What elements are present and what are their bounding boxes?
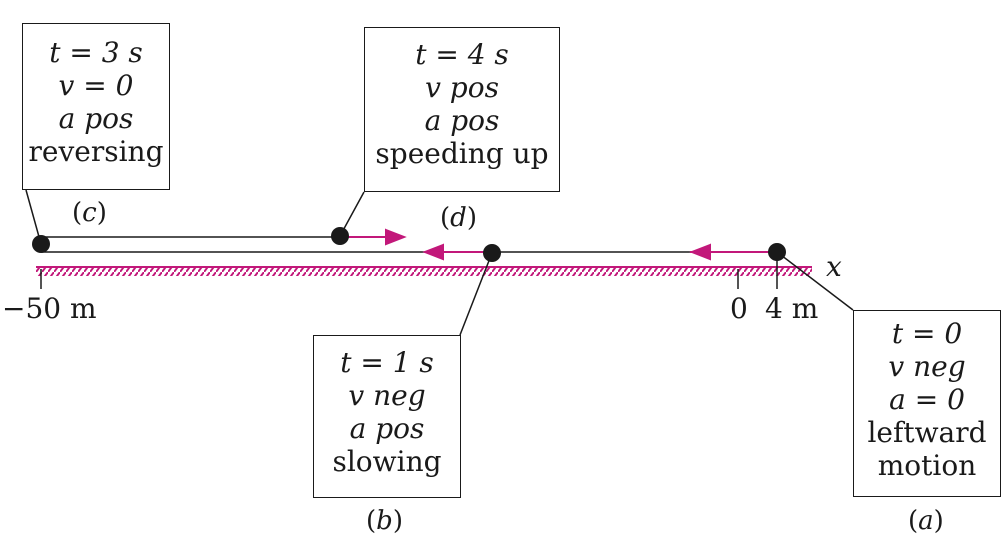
particle-c bbox=[32, 235, 50, 253]
caption-d: (d) bbox=[440, 203, 477, 233]
arrow-right bbox=[340, 228, 407, 246]
snapshot-box-a: t = 0 v neg a = 0 leftward motion bbox=[853, 310, 1001, 497]
snapshot-box-d: t = 4 s v pos a pos speeding up bbox=[364, 27, 560, 192]
snapshot-d-velocity: v pos bbox=[425, 71, 499, 104]
snapshot-b-acceleration: a pos bbox=[349, 412, 425, 445]
tick-label-minus-50: −50 m bbox=[2, 292, 97, 325]
caption-b: (b) bbox=[366, 506, 403, 536]
snapshot-c-time: t = 3 s bbox=[49, 36, 143, 69]
arrow-left-near-b bbox=[422, 243, 490, 261]
leader-a bbox=[776, 251, 854, 311]
snapshot-b-velocity: v neg bbox=[348, 379, 426, 412]
tick-label-zero: 0 bbox=[730, 292, 748, 325]
snapshot-b-note: slowing bbox=[332, 445, 442, 478]
snapshot-box-c: t = 3 s v = 0 a pos reversing bbox=[22, 23, 170, 190]
leader-b bbox=[459, 252, 493, 336]
snapshot-box-b: t = 1 s v neg a pos slowing bbox=[313, 335, 461, 498]
leader-c bbox=[25, 189, 42, 245]
axis-label: x bbox=[826, 250, 842, 283]
particle-a bbox=[768, 243, 786, 261]
snapshot-b-time: t = 1 s bbox=[340, 346, 434, 379]
particle-b bbox=[483, 244, 501, 262]
ground-hatching bbox=[36, 266, 812, 276]
snapshot-a-acceleration: a = 0 bbox=[889, 383, 965, 416]
snapshot-c-acceleration: a pos bbox=[58, 102, 134, 135]
snapshot-c-note: reversing bbox=[28, 135, 164, 168]
snapshot-a-note-2: motion bbox=[877, 449, 977, 482]
caption-a: (a) bbox=[908, 506, 944, 536]
tick-label-four: 4 m bbox=[765, 292, 819, 325]
snapshot-a-note-1: leftward bbox=[867, 416, 987, 449]
arrow-left-near-a bbox=[689, 243, 770, 261]
snapshot-a-velocity: v neg bbox=[888, 350, 966, 383]
snapshot-d-note: speeding up bbox=[375, 137, 549, 170]
caption-c: (c) bbox=[72, 198, 107, 228]
snapshot-d-time: t = 4 s bbox=[415, 38, 509, 71]
particle-d bbox=[331, 227, 349, 245]
snapshot-a-time: t = 0 bbox=[891, 317, 963, 350]
snapshot-c-velocity: v = 0 bbox=[58, 69, 134, 102]
snapshot-d-acceleration: a pos bbox=[424, 104, 500, 137]
